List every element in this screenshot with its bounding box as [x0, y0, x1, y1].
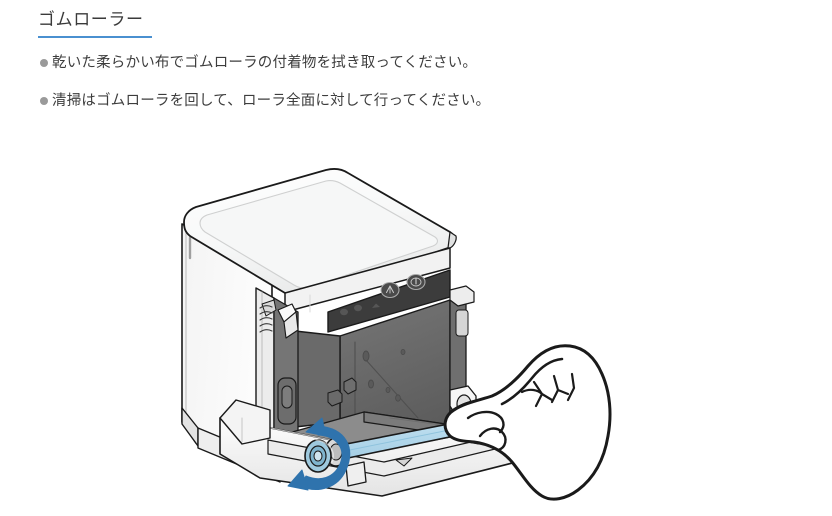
bullet-dot-icon	[40, 59, 48, 67]
status-indicators	[340, 303, 380, 316]
bullet-dot-icon	[40, 97, 48, 105]
instruction-list: 乾いた柔らかい布でゴムローラの付着物を拭き取ってください。 清掃はゴムローラを回…	[40, 52, 740, 128]
feed-button[interactable]	[380, 281, 400, 299]
instruction-text: 乾いた柔らかい布でゴムローラの付着物を拭き取ってください。	[52, 55, 478, 71]
printer-diagram-svg	[181, 168, 612, 501]
printer-illustration	[150, 160, 670, 510]
list-item: 乾いた柔らかい布でゴムローラの付着物を拭き取ってください。	[40, 52, 740, 74]
hand-with-cloth	[443, 344, 612, 501]
instruction-text: 清掃はゴムローラを回して、ローラ全面に対して行ってください。	[52, 93, 491, 109]
heading-underline-rule	[38, 36, 152, 38]
list-item: 清掃はゴムローラを回して、ローラ全面に対して行ってください。	[40, 90, 740, 112]
rotation-arrow-icon	[287, 417, 351, 491]
page-title: ゴムローラー	[38, 10, 144, 30]
power-button[interactable]	[406, 273, 426, 291]
